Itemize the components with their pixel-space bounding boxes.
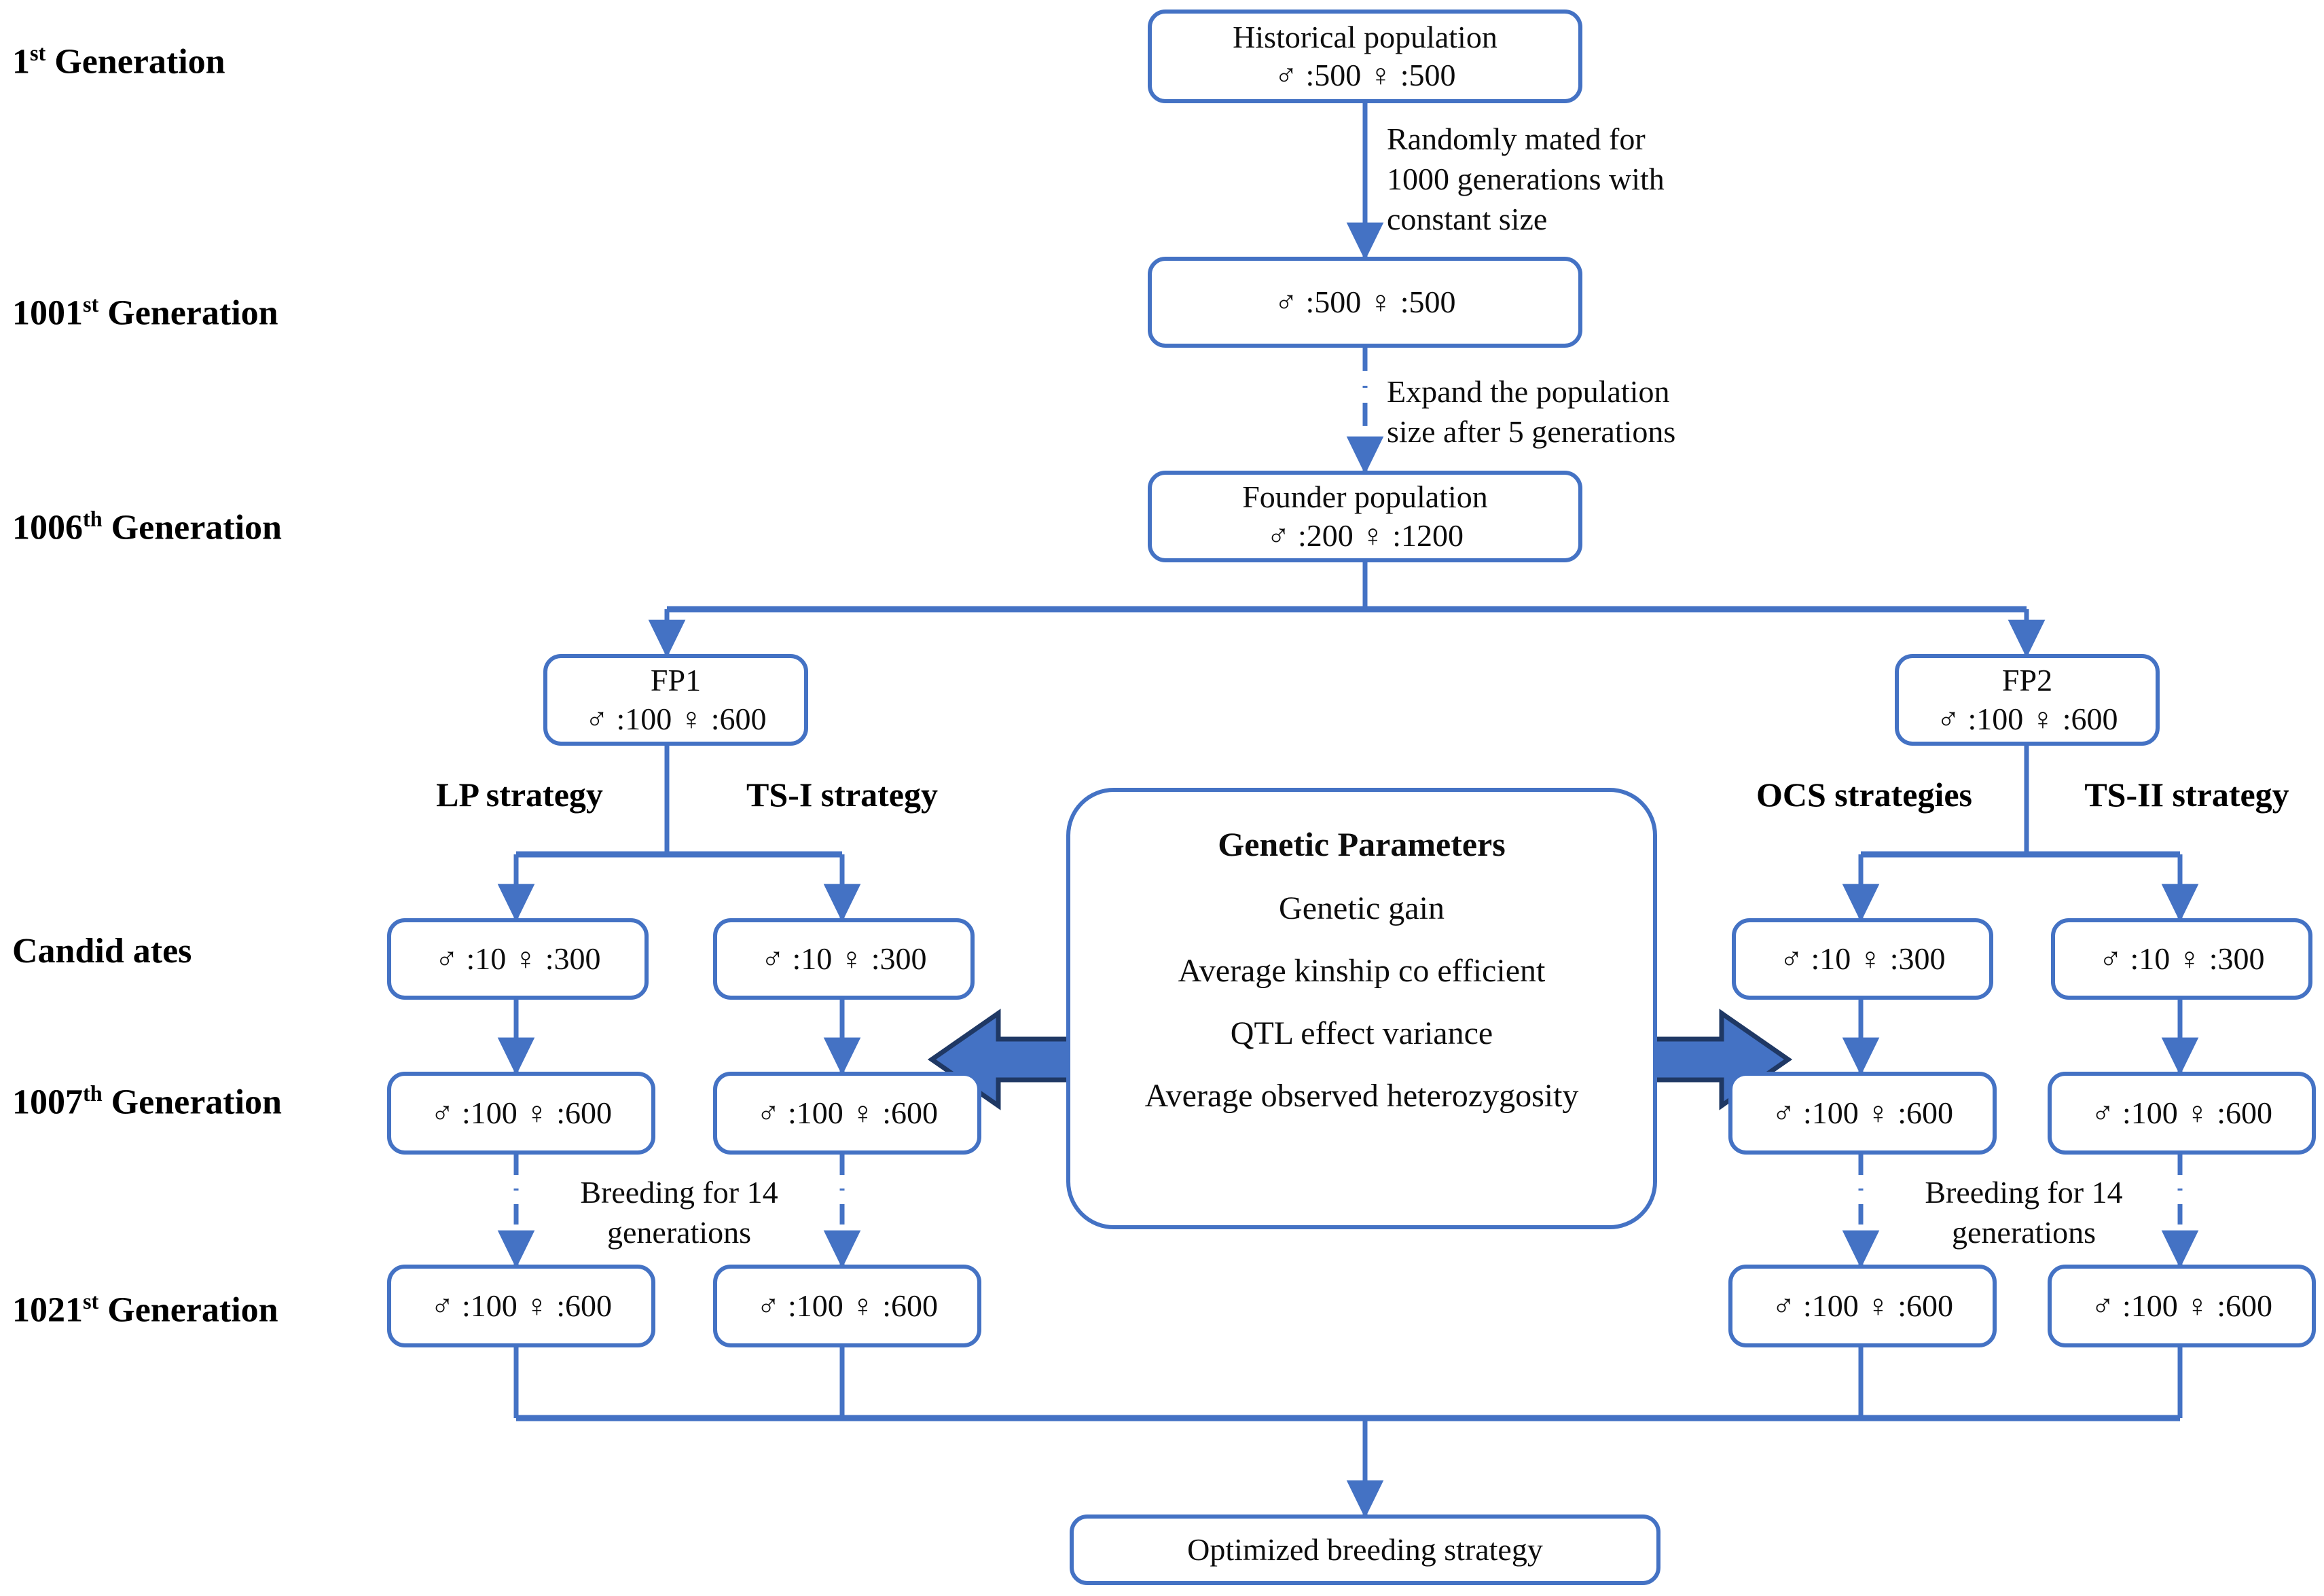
node-line-1: ♂ :100 ♀ :600 — [430, 1095, 613, 1130]
row-label-generation-1021: 1021st Generation — [12, 1290, 278, 1328]
node-line-1: ♂ :100 ♀ :600 — [1771, 1288, 1954, 1323]
node-1021-lp[interactable]: ♂ :100 ♀ :600 — [387, 1265, 655, 1347]
strategy-label-ocs: OCS strategies — [1756, 776, 1972, 814]
node-founder-population[interactable]: Founder population ♂ :200 ♀ :1200 — [1148, 471, 1582, 562]
edge-label-line: Breeding for 14 — [580, 1175, 778, 1210]
edge-label-line: 1000 generations with — [1387, 161, 1665, 196]
node-1007-ts1[interactable]: ♂ :100 ♀ :600 — [713, 1072, 981, 1155]
node-line-1: ♂ :10 ♀ :300 — [435, 941, 601, 976]
row-label-number: 1007 — [12, 1083, 83, 1122]
row-label-rest: Generation — [102, 508, 282, 547]
row-label-candidates: Candid ates — [12, 934, 192, 969]
row-label-generation-1: 1st Generation — [12, 42, 225, 79]
node-line-1: ♂ :10 ♀ :300 — [1779, 941, 1946, 976]
row-label-rest: Generation — [102, 1083, 282, 1122]
row-label-number: 1006 — [12, 508, 83, 547]
node-1007-ts2[interactable]: ♂ :100 ♀ :600 — [2048, 1072, 2316, 1155]
node-line-1: ♂ :500 ♀ :500 — [1274, 284, 1456, 319]
strategy-label-ts1: TS-I strategy — [746, 776, 938, 814]
node-line-1: ♂ :100 ♀ :600 — [2090, 1095, 2273, 1130]
edge-label-line: Expand the population — [1387, 374, 1670, 409]
strategy-label-lp: LP strategy — [436, 776, 603, 814]
node-line-1: ♂ :10 ♀ :300 — [761, 941, 927, 976]
node-optimized-breeding-strategy[interactable]: Optimized breeding strategy — [1070, 1515, 1660, 1585]
node-line-1: ♂ :100 ♀ :600 — [1771, 1095, 1954, 1130]
row-label-ordinal: th — [83, 507, 103, 531]
row-label-generation-1007: 1007th Generation — [12, 1083, 282, 1120]
row-label-number: 1021 — [12, 1290, 83, 1330]
node-fp2[interactable]: FP2 ♂ :100 ♀ :600 — [1895, 654, 2160, 746]
node-candidates-ts2[interactable]: ♂ :10 ♀ :300 — [2051, 918, 2312, 1000]
node-line-1: FP1 — [650, 663, 702, 698]
row-label-ordinal: st — [30, 41, 46, 65]
row-label-rest: Generation — [98, 1290, 278, 1330]
node-line-2: ♂ :100 ♀ :600 — [1936, 701, 2118, 736]
node-1021-ocs[interactable]: ♂ :100 ♀ :600 — [1728, 1265, 1997, 1347]
node-line-1: ♂ :10 ♀ :300 — [2099, 941, 2265, 976]
node-line-2: ♂ :200 ♀ :1200 — [1266, 518, 1464, 553]
edge-label-line: size after 5 generations — [1387, 414, 1676, 449]
node-line-2: ♂ :500 ♀ :500 — [1274, 58, 1456, 92]
edge-label-breeding-left: Breeding for 14 generations — [547, 1173, 812, 1253]
node-line-1: ♂ :100 ♀ :600 — [756, 1288, 939, 1323]
row-label-ordinal: st — [83, 292, 99, 316]
node-line-1: ♂ :100 ♀ :600 — [430, 1288, 613, 1323]
row-label-number: 1 — [12, 42, 30, 81]
edge-label-line: constant size — [1387, 201, 1548, 236]
node-1021-ts1[interactable]: ♂ :100 ♀ :600 — [713, 1265, 981, 1347]
row-label-generation-1006: 1006th Generation — [12, 508, 282, 545]
node-line-1: ♂ :100 ♀ :600 — [756, 1095, 939, 1130]
node-line-2: ♂ :100 ♀ :600 — [585, 701, 767, 736]
node-line-1: FP2 — [2001, 663, 2053, 698]
genetic-parameters-title: Genetic Parameters — [1218, 825, 1506, 863]
row-label-rest: Generation — [98, 293, 278, 333]
genetic-parameter-item: QTL effect variance — [1230, 1015, 1493, 1051]
node-line-1: Founder population — [1242, 479, 1488, 515]
node-1007-ocs[interactable]: ♂ :100 ♀ :600 — [1728, 1072, 1997, 1155]
node-candidates-lp[interactable]: ♂ :10 ♀ :300 — [387, 918, 649, 1000]
node-candidates-ts1[interactable]: ♂ :10 ♀ :300 — [713, 918, 975, 1000]
node-historical-population[interactable]: Historical population ♂ :500 ♀ :500 — [1148, 10, 1582, 103]
edge-label-line: generations — [1951, 1214, 2096, 1250]
node-fp1[interactable]: FP1 ♂ :100 ♀ :600 — [543, 654, 808, 746]
row-label-number: 1001 — [12, 293, 83, 333]
edge-label-line: generations — [606, 1214, 752, 1250]
node-line-1: Historical population — [1233, 19, 1497, 54]
node-1021-ts2[interactable]: ♂ :100 ♀ :600 — [2048, 1265, 2316, 1347]
genetic-parameter-item: Genetic gain — [1279, 890, 1445, 926]
genetic-parameter-item: Average observed heterozygosity — [1144, 1078, 1579, 1114]
row-label-ordinal: st — [83, 1289, 99, 1313]
edge-label-line: Randomly mated for — [1387, 122, 1646, 156]
node-generation-1001[interactable]: ♂ :500 ♀ :500 — [1148, 257, 1582, 348]
node-1007-lp[interactable]: ♂ :100 ♀ :600 — [387, 1072, 655, 1155]
row-label-rest: Generation — [46, 42, 225, 81]
row-label-ordinal: th — [83, 1081, 103, 1106]
edge-label-line: Breeding for 14 — [1925, 1175, 2123, 1210]
node-genetic-parameters[interactable]: Genetic Parameters Genetic gain Average … — [1066, 788, 1657, 1229]
node-line-1: ♂ :100 ♀ :600 — [2090, 1288, 2273, 1323]
genetic-parameter-item: Average kinship co efficient — [1178, 953, 1546, 989]
strategy-label-ts2: TS-II strategy — [2084, 776, 2289, 814]
row-label-generation-1001: 1001st Generation — [12, 293, 278, 331]
edge-label-breeding-right: Breeding for 14 generations — [1895, 1173, 2153, 1253]
row-label-rest: Candid ates — [12, 932, 192, 971]
node-line-1: Optimized breeding strategy — [1187, 1531, 1543, 1567]
edge-label-randomly-mated: Randomly mated for 1000 generations with… — [1387, 120, 1665, 240]
edge-label-expand-population: Expand the population size after 5 gener… — [1387, 372, 1675, 452]
node-candidates-ocs[interactable]: ♂ :10 ♀ :300 — [1732, 918, 1993, 1000]
